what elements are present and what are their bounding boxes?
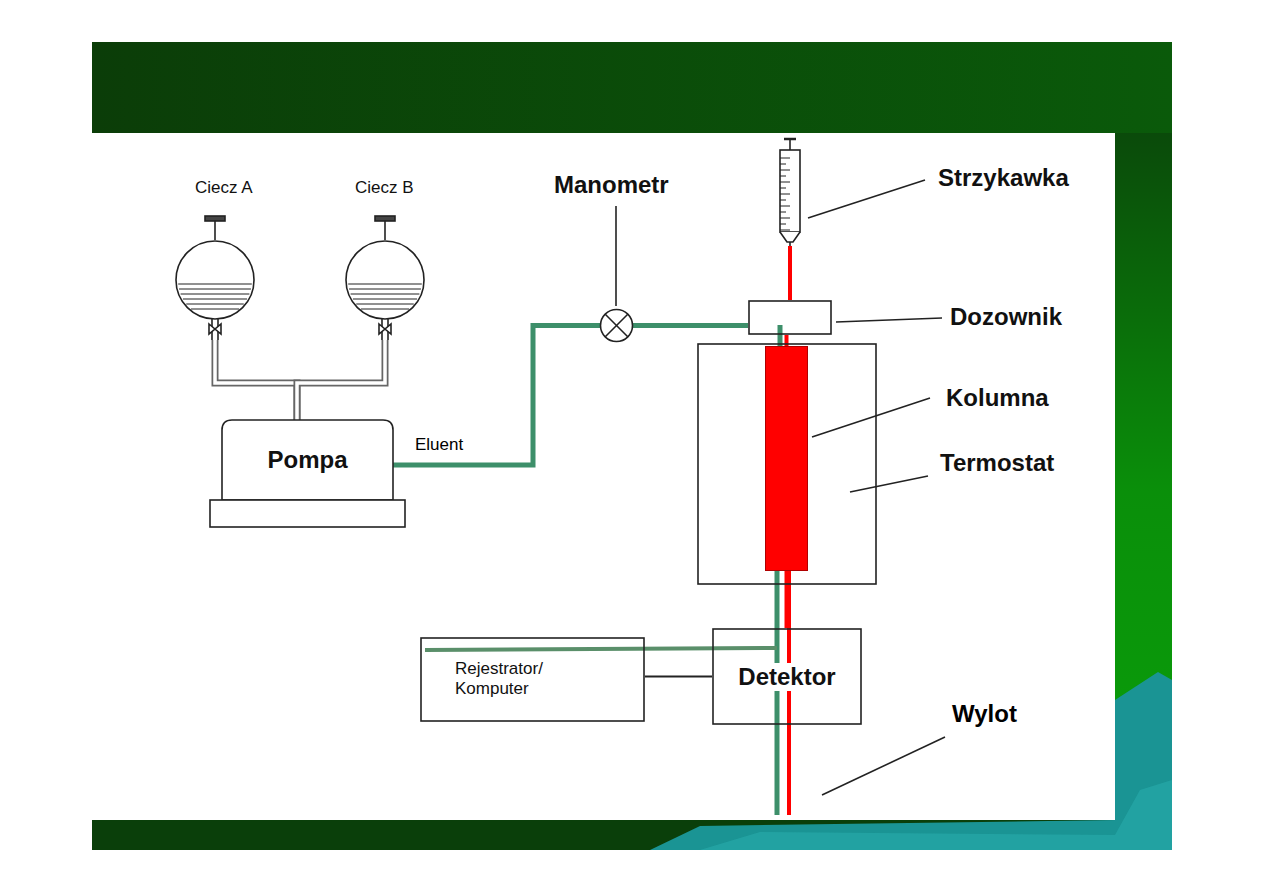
- flow-connector: [645, 676, 712, 677]
- tank-outline: [345, 240, 425, 340]
- content-area: [92, 133, 1115, 820]
- pressure-gauge: Manometr: [600, 309, 633, 342]
- flow-connector: [297, 340, 385, 420]
- box-outline: [748, 300, 832, 335]
- tank-vessel: Ciecz A: [175, 240, 255, 340]
- recorder-box: Rejestrator/ Komputer: [420, 637, 645, 722]
- flow-line: [787, 570, 791, 815]
- node-label: Pompa: [267, 446, 347, 474]
- tank-vessel: Ciecz B: [345, 240, 425, 340]
- flow-connector: [790, 246, 791, 300]
- syringe-outline: [776, 138, 804, 246]
- node-label: Detektor: [735, 663, 838, 691]
- node-label: Ciecz B: [355, 178, 414, 198]
- header-band: [92, 42, 1172, 134]
- leader-line: [812, 398, 930, 437]
- tank-outline: [175, 240, 255, 340]
- flow-connector: [215, 340, 297, 420]
- pump-box: Pompa: [222, 420, 393, 500]
- node-label: Dozownik: [950, 303, 1062, 331]
- gauge-outline: [600, 309, 633, 342]
- node-label: Kolumna: [946, 384, 1049, 412]
- column-tube: Kolumna: [765, 346, 808, 571]
- flow-line: [425, 648, 777, 650]
- node-label: Ciecz A: [195, 178, 253, 198]
- node-label: Termostat: [940, 449, 1054, 477]
- flow-line: [775, 570, 780, 815]
- leader-line: [850, 476, 928, 492]
- syringe-symbol: Strzykawka: [776, 138, 804, 246]
- flow-connector: [393, 326, 600, 466]
- edge-label: Eluent: [415, 435, 463, 455]
- leader-line: [822, 737, 945, 795]
- node-label: Manometr: [554, 171, 669, 199]
- thermostat-box: TermostatKolumna: [697, 343, 877, 585]
- flow-connector: [633, 325, 748, 326]
- leader-line: [808, 180, 925, 218]
- node-label: Rejestrator/ Komputer: [455, 659, 585, 700]
- leader-line: [836, 318, 942, 322]
- injector-box: Dozownik: [748, 300, 832, 335]
- box-outline: [420, 637, 645, 722]
- node-label: Strzykawka: [938, 164, 1069, 192]
- leader-line: [615, 206, 617, 306]
- flow-connector: [786, 571, 787, 628]
- detector-box: Detektor: [712, 628, 862, 725]
- part-label: Wylot: [952, 700, 1017, 728]
